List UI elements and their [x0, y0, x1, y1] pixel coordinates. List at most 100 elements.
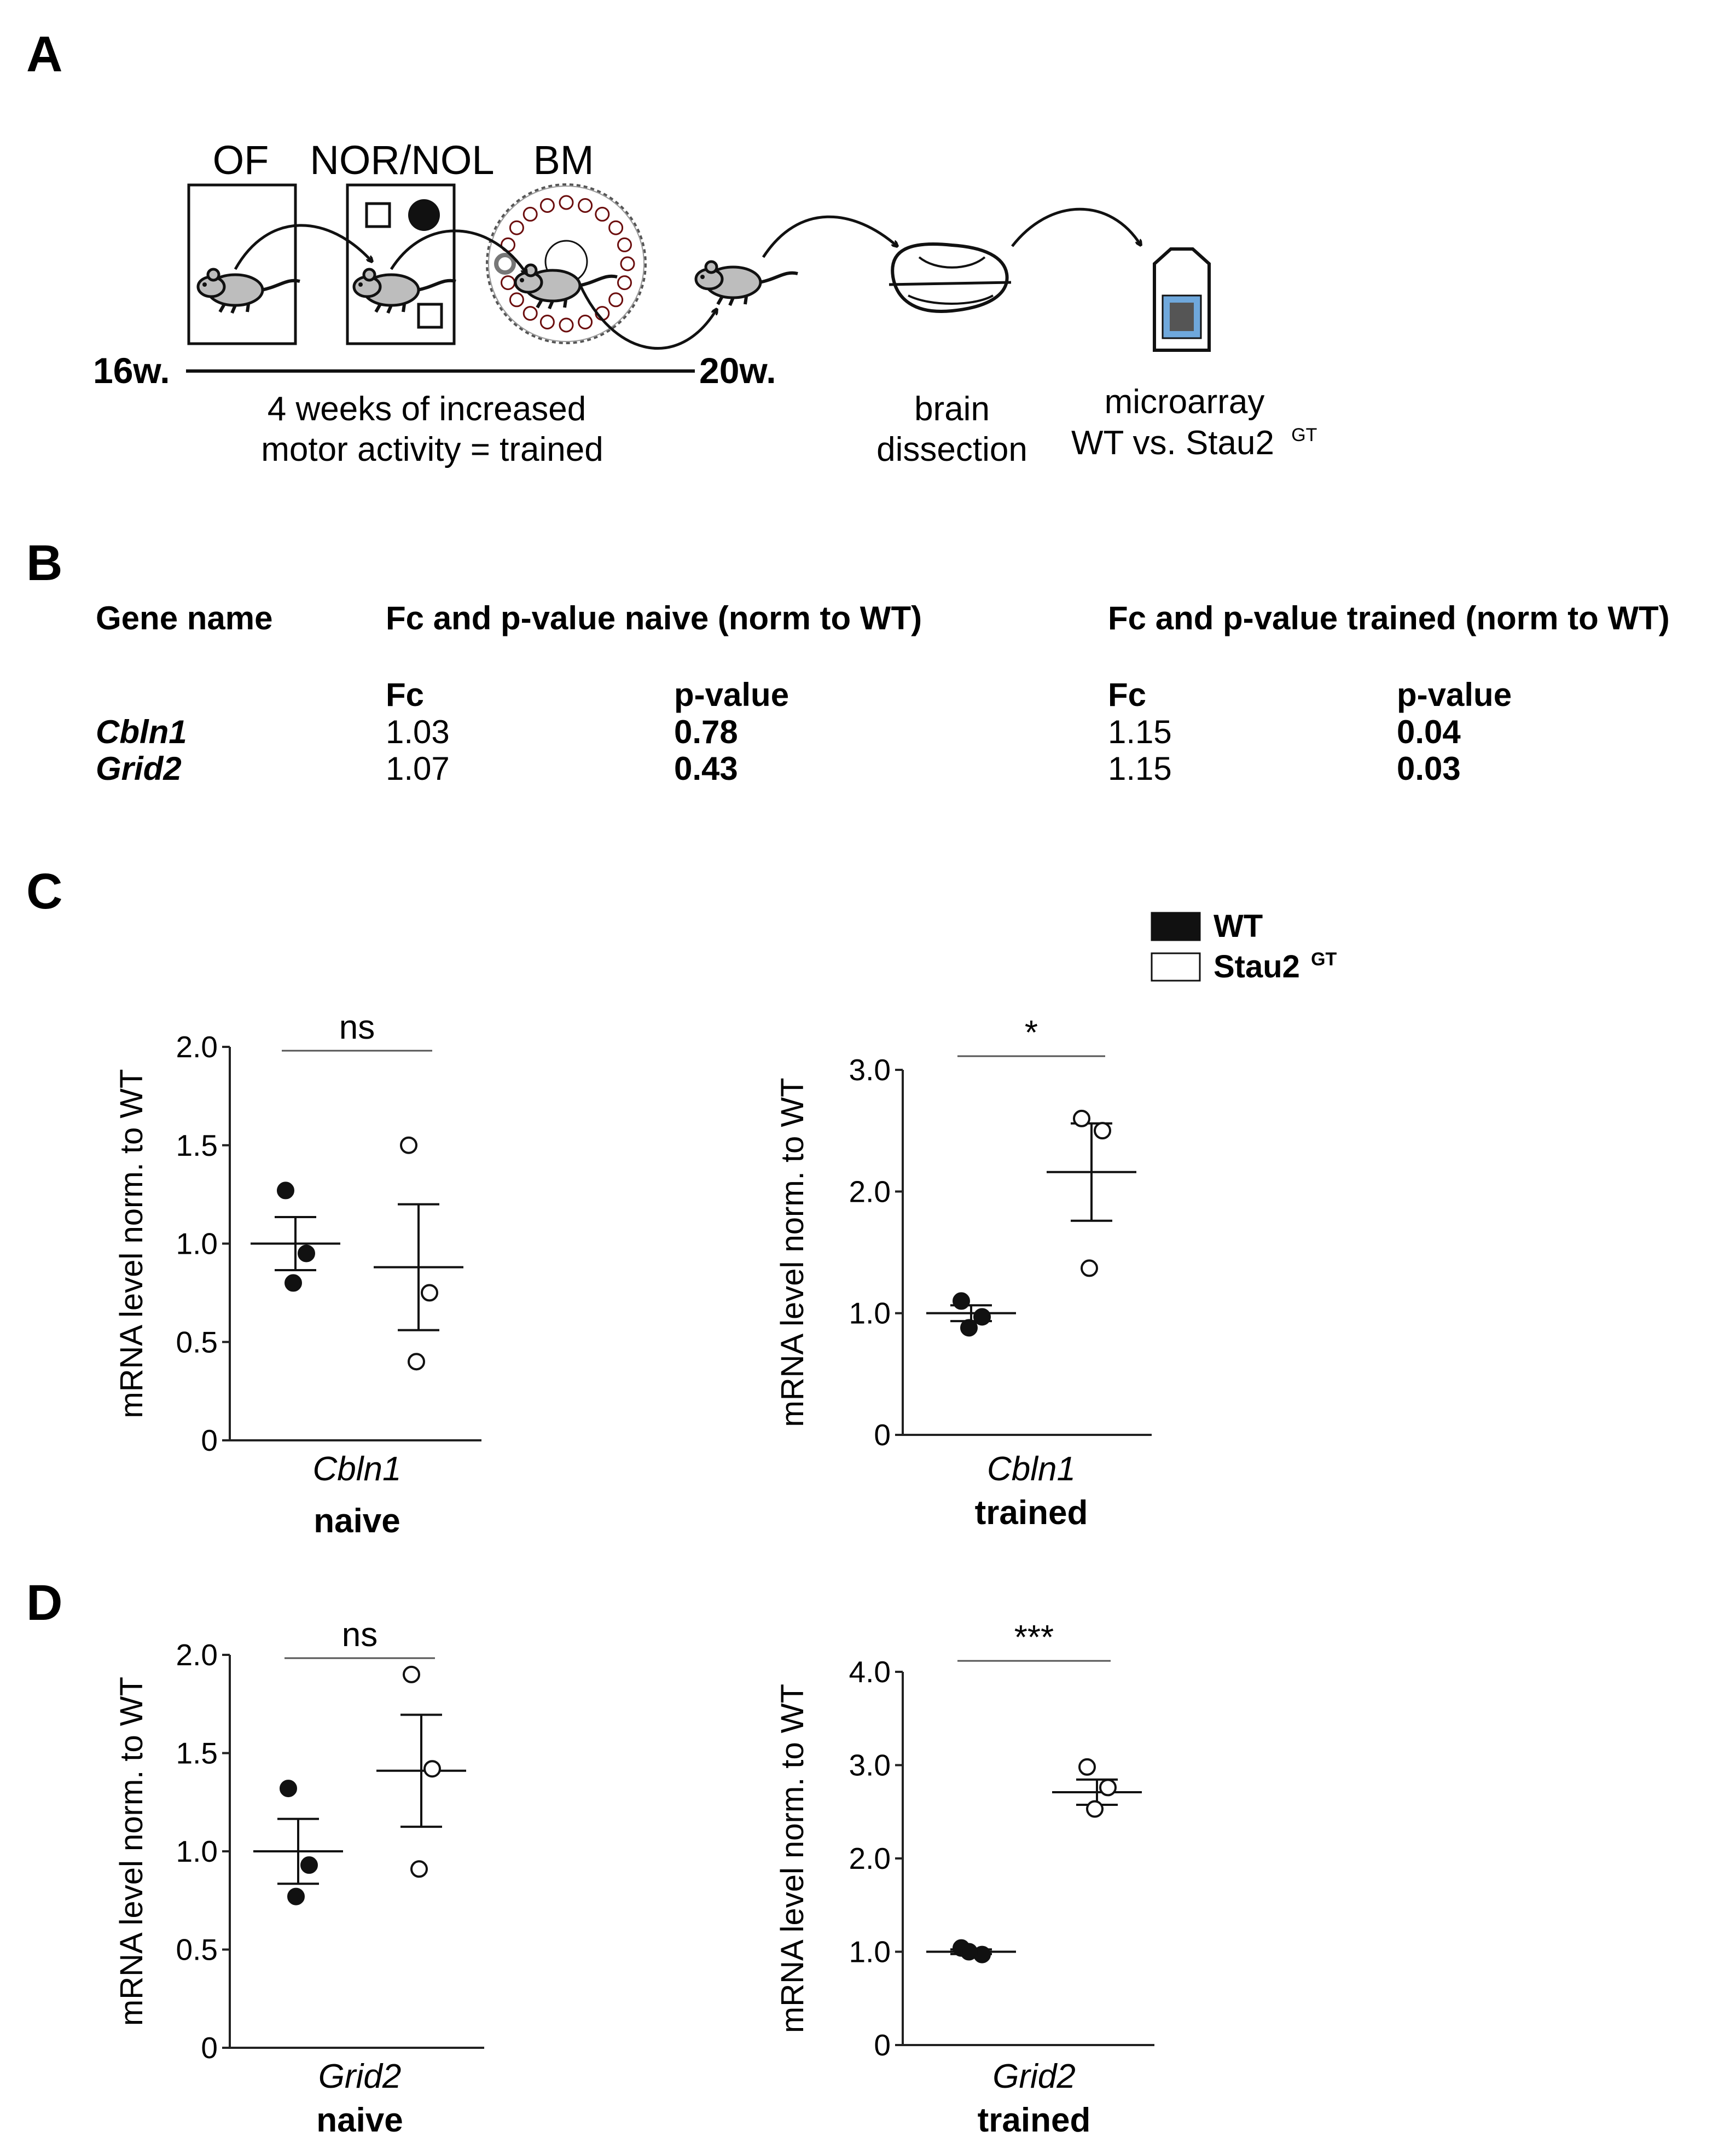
data-point-stau2 — [400, 1136, 417, 1154]
maze-hole — [578, 198, 593, 213]
table-cell-p-naive: 0.78 — [674, 714, 738, 750]
panel-letter-c: C — [26, 864, 62, 919]
y-tick-label: 1.0 — [176, 1227, 218, 1261]
data-point-wt — [280, 1780, 297, 1798]
maze-hole — [608, 220, 624, 235]
brain-text-line1: brain — [914, 390, 990, 428]
table-cell-p-trained: 0.03 — [1397, 750, 1461, 787]
table-sub-fc-naive: Fc — [386, 676, 424, 713]
y-tick-label: 3.0 — [849, 1748, 891, 1782]
arrow-end-to-brain — [762, 215, 897, 258]
data-point-wt — [298, 1244, 315, 1262]
data-point-wt — [300, 1856, 318, 1874]
data-point-wt — [960, 1943, 978, 1961]
data-point-wt — [285, 1274, 302, 1292]
arrow-of-to-nor — [234, 224, 372, 270]
table-sub-fc-trained: Fc — [1108, 676, 1146, 713]
data-point-stau2 — [1099, 1779, 1117, 1797]
array-text-main: WT vs. Stau2 — [1071, 424, 1274, 462]
training-text-line1: 4 weeks of increased — [268, 390, 586, 428]
y-tick-label: 0.5 — [176, 1325, 218, 1359]
data-point-stau2 — [1073, 1109, 1090, 1127]
data-point-stau2 — [1081, 1259, 1098, 1277]
y-tick-label: 2.0 — [176, 1030, 218, 1064]
table-cell-fc-naive: 1.07 — [386, 750, 450, 787]
label-bm: BM — [533, 137, 594, 183]
table-sub-p-trained: p-value — [1397, 676, 1512, 713]
panel-letter-d: D — [26, 1575, 62, 1631]
legend-label-stau2-sup: GT — [1311, 949, 1337, 970]
data-point-stau2 — [403, 1665, 420, 1683]
maze-hole — [595, 206, 610, 222]
y-tick-label: 2.0 — [849, 1174, 891, 1208]
data-point-stau2 — [410, 1860, 428, 1878]
end-week-label: 20w. — [699, 350, 776, 391]
barnes-maze — [486, 183, 647, 344]
maze-hole — [522, 306, 538, 321]
table-cell-fc-trained: 1.15 — [1108, 714, 1172, 750]
table-cell-p-trained: 0.04 — [1397, 714, 1461, 750]
mouse-end — [696, 262, 798, 305]
table-sub-p-naive: p-value — [674, 676, 789, 713]
y-axis-label: mRNA level norm. to WT — [114, 1069, 149, 1418]
brain-icon — [889, 242, 1012, 313]
start-week-label: 16w. — [93, 350, 170, 391]
legend-swatch-wt — [1151, 912, 1201, 941]
y-tick-label: 0 — [874, 2028, 891, 2062]
data-point-stau2 — [423, 1760, 441, 1778]
y-tick-label: 2.0 — [849, 1841, 891, 1875]
table-row: Cbln1 1.03 0.78 1.15 0.04 — [96, 714, 1461, 750]
y-tick-label: 3.0 — [849, 1053, 891, 1087]
maze-hole — [494, 253, 516, 275]
data-point-wt — [973, 1308, 991, 1326]
label-nor-nol: NOR/NOL — [310, 137, 494, 183]
panel-letter-a: A — [26, 26, 62, 82]
charts: 0 0.5 1.0 1.5 2.0 mRNA level norm. to WT Cbln1… — [114, 1009, 1154, 2139]
open-field-box — [187, 183, 297, 345]
x-condition-label: trained — [978, 2101, 1091, 2139]
y-tick-label: 0.5 — [176, 1933, 218, 1967]
legend-label-wt: WT — [1214, 908, 1263, 944]
table-row: Grid2 1.07 0.43 1.15 0.03 — [96, 750, 1461, 787]
x-gene-label: Cbln1 — [313, 1450, 402, 1488]
maze-hole — [501, 275, 515, 291]
significance-label: ns — [342, 1616, 378, 1654]
maze-hole — [509, 220, 524, 235]
object-circle-black — [408, 199, 440, 231]
maze-hole — [522, 206, 538, 222]
data-point-wt — [287, 1887, 305, 1905]
y-tick-label: 4.0 — [849, 1655, 891, 1689]
arrow-brain-to-array — [1011, 207, 1141, 246]
table-header-naive: Fc and p-value naive (norm to WT) — [386, 600, 922, 636]
maze-hole — [539, 198, 555, 213]
x-gene-label: Grid2 — [318, 2058, 402, 2095]
significance-label: ns — [339, 1009, 375, 1046]
x-condition-label: naive — [316, 2101, 403, 2139]
table-header-gene: Gene name — [96, 600, 272, 636]
table-cell-fc-naive: 1.03 — [386, 714, 450, 750]
table-cell-gene: Cbln1 — [96, 714, 187, 750]
legend-swatch-stau2 — [1151, 952, 1201, 982]
x-gene-label: Grid2 — [992, 2058, 1076, 2095]
legend-label-stau2: Stau2 GT — [1214, 949, 1337, 984]
mouse-barnes — [515, 265, 617, 309]
x-gene-label: Cbln1 — [987, 1450, 1076, 1488]
brain-text-line2: dissection — [876, 431, 1027, 468]
y-tick-label: 0 — [874, 1418, 891, 1452]
array-text-line2: WT vs. Stau2 GT — [1071, 424, 1317, 462]
maze-hole — [509, 292, 524, 308]
table-cell-fc-trained: 1.15 — [1108, 750, 1172, 787]
data-point-stau2 — [421, 1284, 438, 1302]
y-axis-label: mRNA level norm. to WT — [775, 1078, 810, 1427]
data-point-stau2 — [1078, 1758, 1096, 1776]
table-cell-gene: Grid2 — [96, 750, 182, 787]
significance-label: * — [1025, 1014, 1038, 1052]
x-condition-label: trained — [975, 1494, 1088, 1532]
maze-hole — [559, 195, 574, 210]
y-tick-label: 1.5 — [176, 1736, 218, 1770]
array-text-line1: microarray — [1105, 383, 1265, 421]
